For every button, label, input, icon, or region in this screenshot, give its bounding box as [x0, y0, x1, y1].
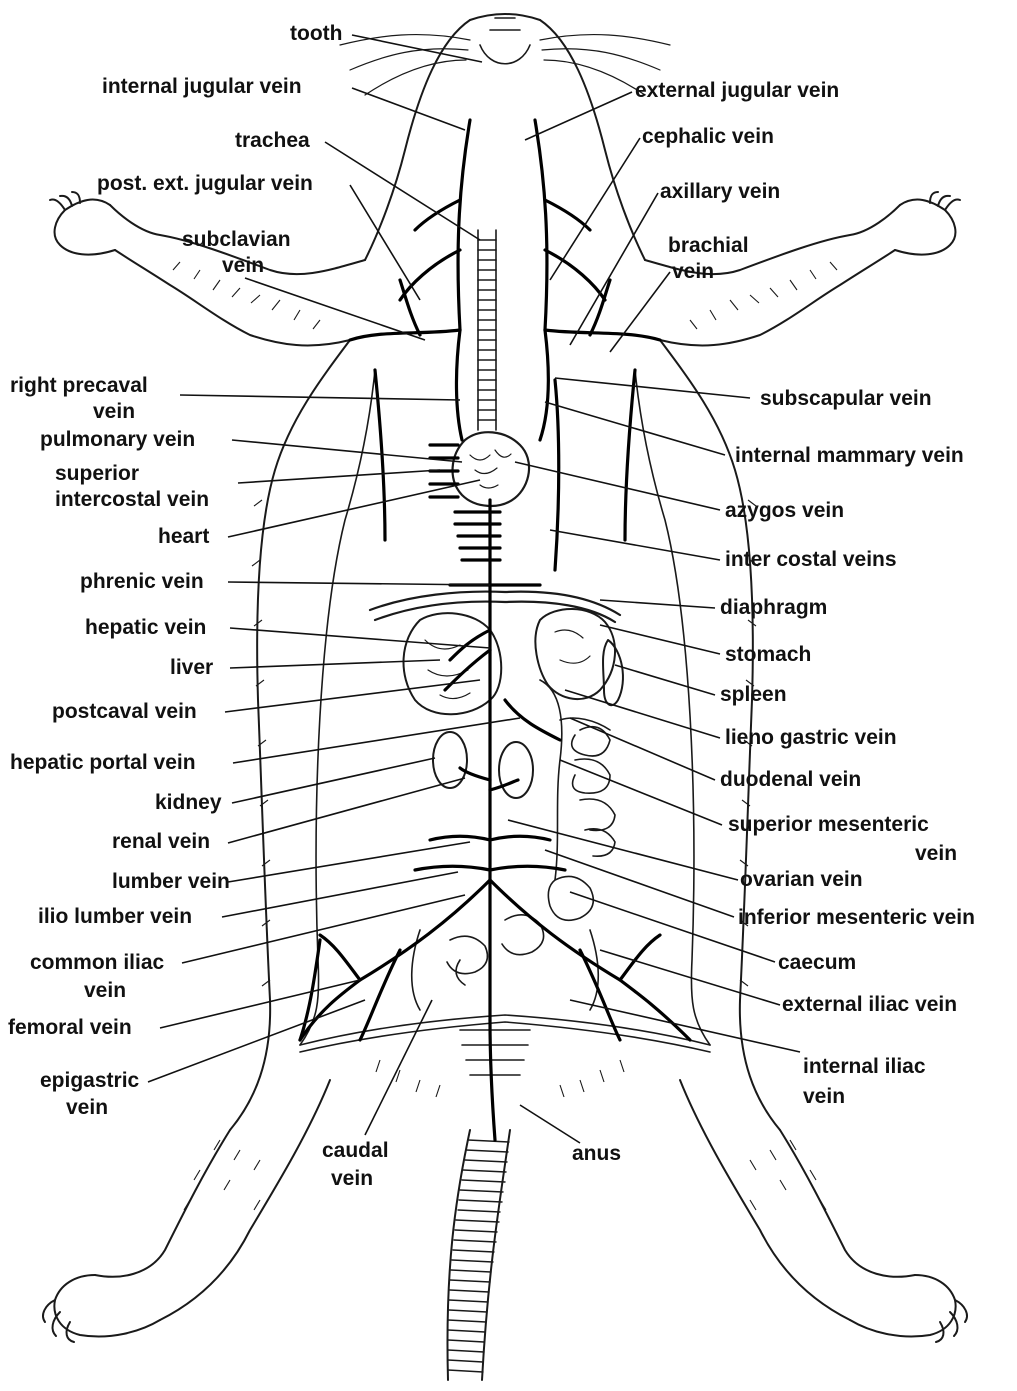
label-trachea: trachea	[235, 129, 310, 152]
label-liver: liver	[170, 656, 213, 679]
label-kidney: kidney	[155, 791, 222, 814]
label-heart: heart	[158, 525, 209, 548]
diaphragm	[370, 592, 620, 622]
body-cavity	[300, 370, 710, 1052]
label-internal-iliac-vein-1: internal iliac	[803, 1055, 926, 1078]
label-caudal-vein-1: caudal	[322, 1139, 389, 1162]
label-brachial-vein-1: brachial	[668, 234, 749, 257]
kidneys	[433, 732, 533, 798]
label-superior-intercostal-vein-2: intercostal vein	[55, 488, 209, 511]
veins	[300, 120, 690, 1140]
label-hepatic-vein: hepatic vein	[85, 616, 206, 639]
label-tooth: tooth	[290, 22, 342, 45]
label-azygos-vein: azygos vein	[725, 499, 844, 522]
label-postcaval-vein: postcaval vein	[52, 700, 197, 723]
trachea	[478, 230, 496, 430]
label-subclavian-vein-2: vein	[222, 254, 264, 277]
label-epigastric-vein-2: vein	[66, 1096, 108, 1119]
label-common-iliac-vein-1: common iliac	[30, 951, 165, 974]
label-phrenic-vein: phrenic vein	[80, 570, 204, 593]
label-lieno-gastric-vein: lieno gastric vein	[725, 726, 897, 749]
label-epigastric-vein-1: epigastric	[40, 1069, 140, 1092]
label-caecum: caecum	[778, 951, 856, 974]
label-inferior-mesenteric-vein: inferior mesenteric vein	[738, 906, 975, 929]
label-internal-jugular-vein: internal jugular vein	[102, 75, 302, 98]
liver	[404, 613, 502, 714]
label-external-iliac-vein: external iliac vein	[782, 993, 957, 1016]
label-diaphragm: diaphragm	[720, 596, 827, 619]
label-internal-mammary-vein: internal mammary vein	[735, 444, 964, 467]
label-inter-costal-veins: inter costal veins	[725, 548, 897, 571]
label-subscapular-vein: subscapular vein	[760, 387, 932, 410]
label-lumber-vein: lumber vein	[112, 870, 230, 893]
label-renal-vein: renal vein	[112, 830, 210, 853]
label-superior-intercostal-vein-1: superior	[55, 462, 139, 485]
label-anus: anus	[572, 1142, 621, 1165]
label-stomach: stomach	[725, 643, 811, 666]
label-common-iliac-vein-2: vein	[84, 979, 126, 1002]
label-spleen: spleen	[720, 683, 787, 706]
rat-body-outline	[43, 14, 967, 1380]
label-superior-mesenteric-vein-1: superior mesenteric	[728, 813, 929, 836]
label-external-jugular-vein: external jugular vein	[635, 79, 839, 102]
label-post-ext-jugular-vein: post. ext. jugular vein	[97, 172, 313, 195]
whiskers	[340, 35, 670, 95]
spleen	[603, 640, 623, 705]
label-brachial-vein-2: vein	[672, 260, 714, 283]
label-axillary-vein: axillary vein	[660, 180, 780, 203]
pelvic-organs	[412, 930, 599, 1075]
label-superior-mesenteric-vein-2: vein	[915, 842, 957, 865]
label-right-precaval-vein-2: vein	[93, 400, 135, 423]
label-internal-iliac-vein-2: vein	[803, 1085, 845, 1108]
label-caudal-vein-2: vein	[331, 1167, 373, 1190]
label-subclavian-vein-1: subclavian	[182, 228, 291, 251]
label-cephalic-vein: cephalic vein	[642, 125, 774, 148]
label-ovarian-vein: ovarian vein	[740, 868, 863, 891]
heart	[453, 432, 530, 506]
label-pulmonary-vein: pulmonary vein	[40, 428, 195, 451]
label-ilio-lumber-vein: ilio lumber vein	[38, 905, 192, 928]
label-duodenal-vein: duodenal vein	[720, 768, 861, 791]
label-femoral-vein: femoral vein	[8, 1016, 132, 1039]
mouth	[480, 18, 530, 64]
tail-rings	[448, 1140, 509, 1372]
label-right-precaval-vein-1: right precaval	[10, 374, 148, 397]
label-hepatic-portal-vein: hepatic portal vein	[10, 751, 196, 774]
